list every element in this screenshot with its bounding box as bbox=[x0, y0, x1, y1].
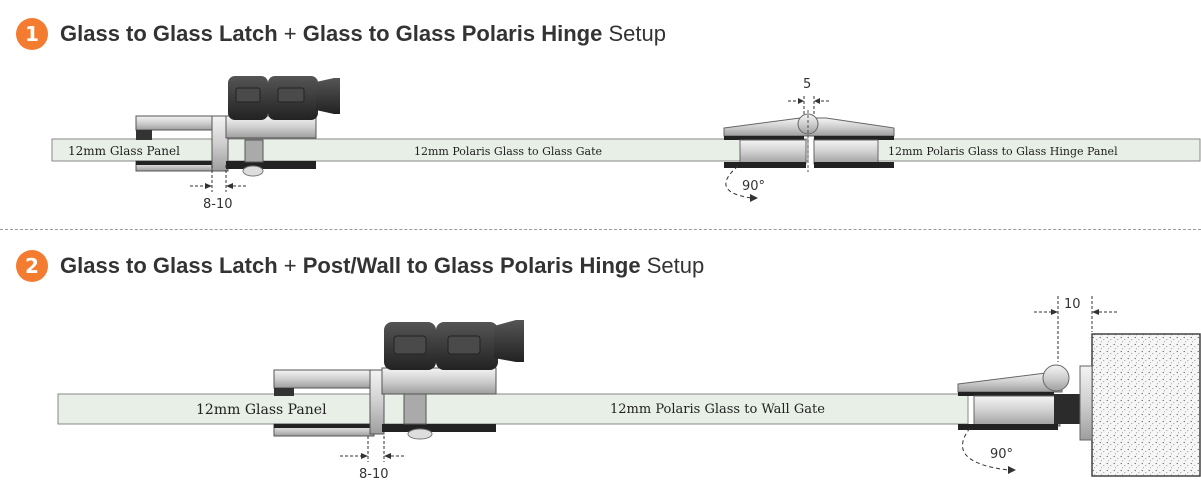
setup-1-title-part-1: Glass to Glass Latch bbox=[60, 21, 278, 46]
latch-gap-label: 8-10 bbox=[359, 467, 389, 482]
step-1-badge: 1 bbox=[16, 18, 48, 50]
latch-bracket bbox=[135, 115, 317, 177]
setup-1-title: Glass to Glass Latch + Glass to Glass Po… bbox=[60, 21, 666, 47]
latch-body bbox=[228, 76, 340, 120]
setup-1-plus: + bbox=[283, 21, 297, 46]
hinge-gap-dimension bbox=[788, 96, 830, 116]
panel-label: 12mm Glass Panel bbox=[68, 144, 180, 158]
setup-2-diagram: 8-10 10 90° 12mm Glass Panel 12mm Polari… bbox=[57, 296, 1201, 482]
setup-2-title-suffix: Setup bbox=[646, 253, 705, 278]
swing-arrow-head bbox=[1008, 466, 1016, 474]
latch-gap-dimension bbox=[340, 436, 404, 462]
setup-2-title-part-1: Glass to Glass Latch bbox=[60, 253, 278, 278]
wall-to-glass-hinge bbox=[957, 364, 1093, 441]
wall-post bbox=[1091, 333, 1201, 477]
hinge-gap-label: 5 bbox=[803, 77, 811, 92]
setup-1-title-suffix: Setup bbox=[608, 21, 666, 46]
setup-2-plus: + bbox=[283, 253, 297, 278]
section-divider bbox=[0, 229, 1201, 230]
wall-gap-label: 10 bbox=[1064, 297, 1081, 312]
setup-2-title: Glass to Glass Latch + Post/Wall to Glas… bbox=[60, 253, 704, 279]
setup-1-diagram: 8-10 5 90° 12mm Glass Panel 12mm Polaris… bbox=[51, 76, 1201, 212]
setup-2-heading: 2 Glass to Glass Latch + Post/Wall to Gl… bbox=[16, 248, 704, 284]
latch-body bbox=[384, 320, 524, 370]
setup-2-title-part-2: Post/Wall to Glass Polaris Hinge bbox=[302, 253, 641, 278]
gate-glass-strip bbox=[377, 393, 969, 425]
glass-to-glass-hinge bbox=[723, 110, 895, 172]
swing-angle-label: 90° bbox=[742, 179, 765, 194]
gate-label: 12mm Polaris Glass to Wall Gate bbox=[610, 402, 825, 417]
swing-arc bbox=[962, 427, 1009, 471]
swing-arrow-head bbox=[750, 194, 758, 202]
wall-gap-dimension bbox=[1034, 296, 1118, 362]
latch-gap-label: 8-10 bbox=[203, 197, 233, 212]
setup-1-title-part-2: Glass to Glass Polaris Hinge bbox=[302, 21, 603, 46]
hinge-panel-label: 12mm Polaris Glass to Glass Hinge Panel bbox=[888, 145, 1118, 158]
latch-gap-dimension bbox=[190, 165, 248, 192]
panel-label: 12mm Glass Panel bbox=[196, 402, 327, 418]
swing-angle-label: 90° bbox=[990, 447, 1013, 462]
gate-label: 12mm Polaris Glass to Glass Gate bbox=[414, 145, 602, 158]
setup-1-heading: 1 Glass to Glass Latch + Glass to Glass … bbox=[16, 16, 666, 52]
step-2-badge: 2 bbox=[16, 250, 48, 282]
latch-bracket bbox=[273, 367, 497, 440]
